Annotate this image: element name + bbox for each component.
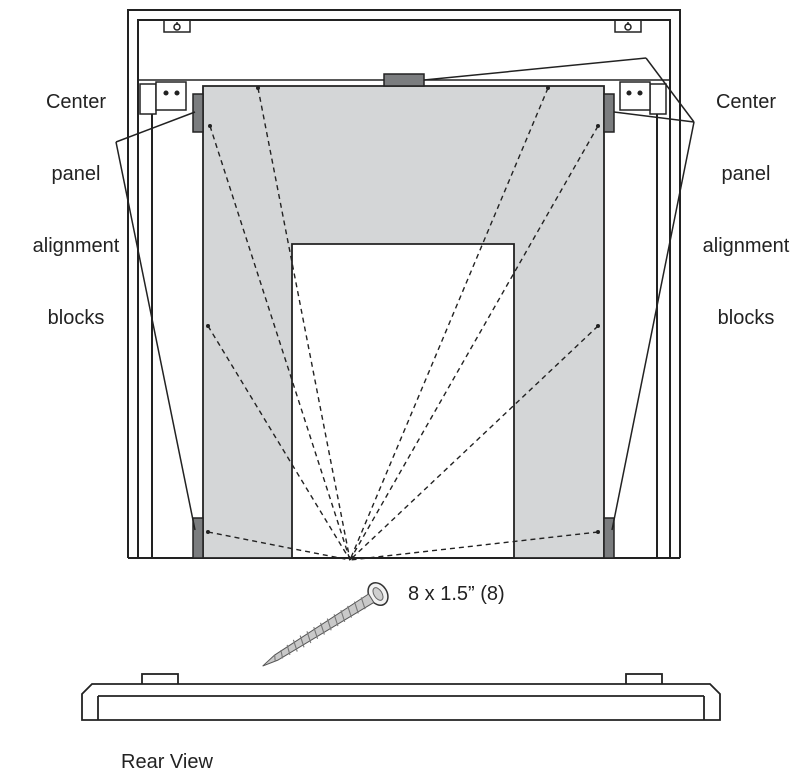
alignment-block-bottom-left [192,517,204,559]
callout-label-right: Center panel alignment blocks [684,42,808,354]
keyhole-bracket-right [614,20,642,33]
alignment-block-top-left [192,93,204,133]
callout-lines-right [423,57,695,531]
view-caption: Rear View [121,751,213,773]
callout-label-left-line-2: panel [51,163,101,185]
callout-label-right-line-1: Center [715,91,777,113]
base-stand [81,673,721,721]
alignment-block-top-right [603,93,615,133]
alignment-block-bottom-right [603,517,615,559]
keyhole-bracket-left [163,20,191,33]
callout-lines-left [115,111,196,531]
screw-label: 8 x 1.5” (8) [408,583,505,605]
callout-label-left-line-3: alignment [32,235,120,257]
center-panel [202,85,605,559]
center-alignment-block-top [383,73,425,87]
corner-bracket-right [619,81,667,115]
screw-guide-lines [207,87,599,561]
callout-label-right-line-3: alignment [702,235,790,257]
callout-label-left-line-1: Center [45,91,107,113]
screw-icon [262,582,389,667]
callout-label-right-line-2: panel [721,163,771,185]
callout-label-left: Center panel alignment blocks [10,42,142,354]
corner-bracket-left [139,81,187,115]
callout-label-right-line-4: blocks [717,307,775,329]
callout-label-left-line-4: blocks [47,307,105,329]
